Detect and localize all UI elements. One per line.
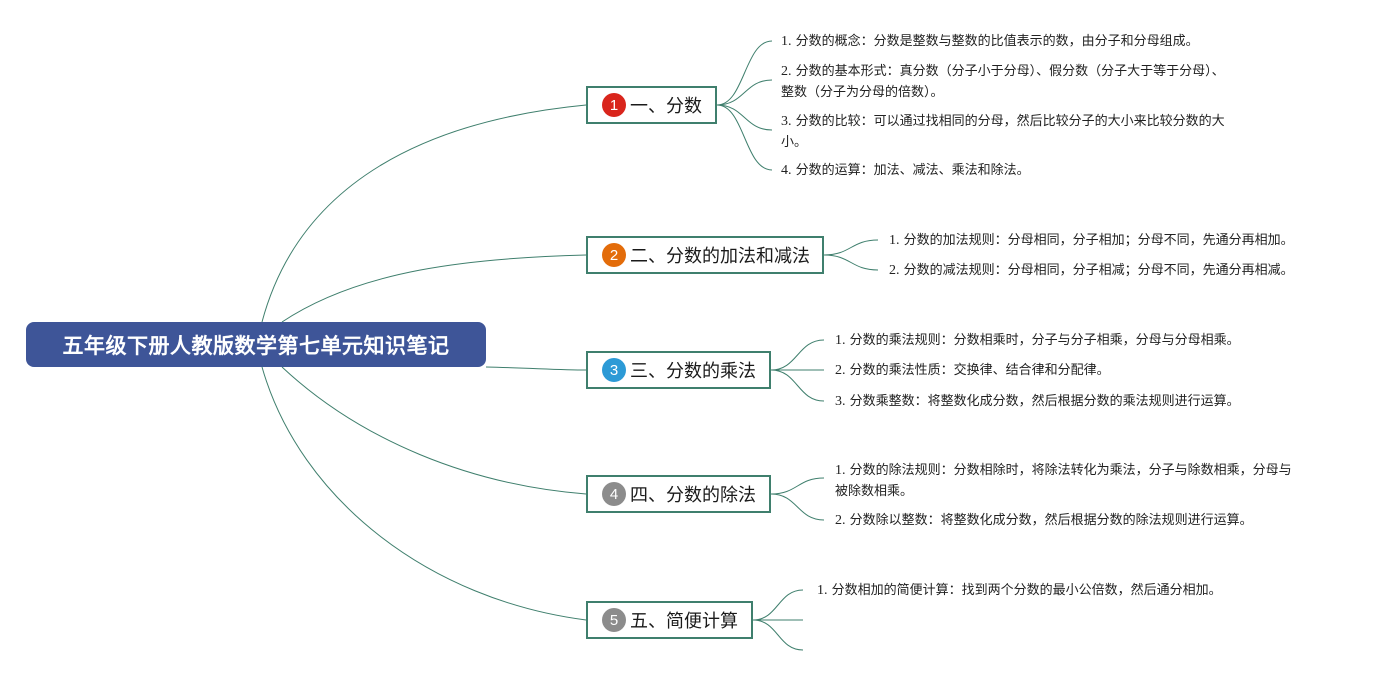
- leaf-multiply-integer[interactable]: 3. 分数乘整数：将整数化成分数，然后根据分数的乘法规则进行运算。: [835, 394, 1240, 409]
- topic-multiplication[interactable]: 3 三、分数的乘法: [586, 351, 771, 389]
- topic-division[interactable]: 4 四、分数的除法: [586, 475, 771, 513]
- topic-3-branch-1-line: [770, 339, 825, 371]
- topic-label: 五、简便计算: [630, 611, 738, 632]
- root-to-topic-1-line: [261, 104, 587, 323]
- topic-label: 三、分数的乘法: [630, 361, 756, 382]
- topic-2-branch-2-line: [823, 254, 879, 271]
- leaf-fraction-forms[interactable]: 2. 分数的基本形式：真分数（分子小于分母）、假分数（分子大于等于分母）、 整数…: [781, 64, 1225, 100]
- topic-1-branch-3-line: [716, 104, 773, 131]
- topic-5-branch-1-line: [752, 589, 804, 621]
- root-to-topic-4-line: [281, 366, 587, 495]
- topic-fractions[interactable]: 1 一、分数: [586, 86, 717, 124]
- number-badge-4-icon: 4: [602, 482, 626, 506]
- topic-label: 四、分数的除法: [630, 485, 756, 506]
- leaf-fraction-operations[interactable]: 4. 分数的运算：加法、减法、乘法和除法。: [781, 163, 1030, 178]
- topic-label: 一、分数: [630, 96, 702, 117]
- topic-simplified-calc[interactable]: 5 五、简便计算: [586, 601, 753, 639]
- leaf-addition-rule[interactable]: 1. 分数的加法规则：分母相同，分子相加；分母不同，先通分再相加。: [889, 233, 1294, 248]
- topic-1-branch-4-line: [716, 104, 773, 171]
- topic-2-branch-1-line: [823, 239, 879, 256]
- root-to-topic-2-line: [281, 254, 587, 323]
- number-badge-3-icon: 3: [602, 358, 626, 382]
- topic-4-branch-2-line: [770, 493, 825, 521]
- root-to-topic-3-line: [485, 366, 587, 371]
- leaf-simplified-addition[interactable]: 1. 分数相加的简便计算：找到两个分数的最小公倍数，然后通分相加。: [817, 583, 1222, 598]
- topic-5-branch-3-line: [752, 619, 804, 651]
- number-badge-5-icon: 5: [602, 608, 626, 632]
- number-badge-1-icon: 1: [602, 93, 626, 117]
- root-topic-label: 五年级下册人教版数学第七单元知识笔记: [62, 333, 450, 358]
- leaf-fraction-compare[interactable]: 3. 分数的比较：可以通过找相同的分母，然后比较分子的大小来比较分数的大 小。: [781, 114, 1225, 150]
- topic-label: 二、分数的加法和减法: [630, 246, 810, 267]
- leaf-divide-integer[interactable]: 2. 分数除以整数：将整数化成分数，然后根据分数的除法规则进行运算。: [835, 513, 1253, 528]
- root-topic[interactable]: 五年级下册人教版数学第七单元知识笔记: [26, 322, 486, 367]
- leaf-division-rule[interactable]: 1. 分数的除法规则：分数相除时，将除法转化为乘法，分子与除数相乘，分母与 被除…: [835, 463, 1292, 499]
- leaf-fraction-concept[interactable]: 1. 分数的概念：分数是整数与整数的比值表示的数，由分子和分母组成。: [781, 34, 1199, 49]
- root-to-topic-5-line: [261, 366, 587, 621]
- topic-1-branch-2-line: [716, 79, 773, 106]
- topic-4-branch-1-line: [770, 477, 825, 495]
- topic-3-branch-3-line: [770, 369, 825, 402]
- leaf-multiplication-rule[interactable]: 1. 分数的乘法规则：分数相乘时，分子与分子相乘，分母与分母相乘。: [835, 333, 1240, 348]
- number-badge-2-icon: 2: [602, 243, 626, 267]
- leaf-multiplication-properties[interactable]: 2. 分数的乘法性质：交换律、结合律和分配律。: [835, 363, 1110, 378]
- topic-1-branch-1-line: [716, 40, 773, 106]
- leaf-subtraction-rule[interactable]: 2. 分数的减法规则：分母相同，分子相减；分母不同，先通分再相减。: [889, 263, 1294, 278]
- topic-addition-subtraction[interactable]: 2 二、分数的加法和减法: [586, 236, 824, 274]
